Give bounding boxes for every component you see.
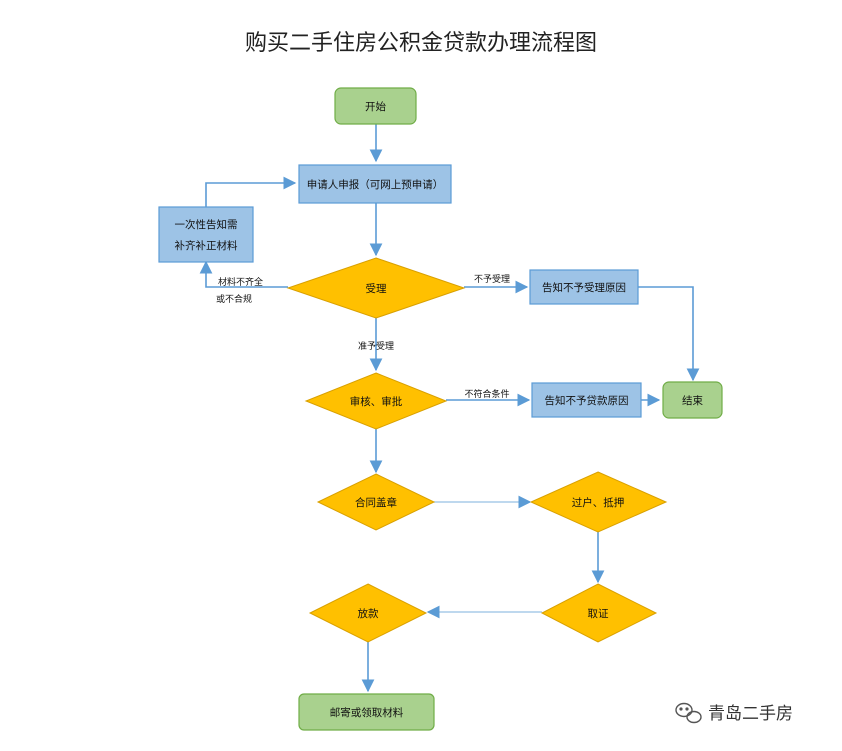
disburse-decision <box>308 583 428 643</box>
supplement-label-1: 一次性告知需 <box>175 218 238 231</box>
supplement-node <box>158 206 254 263</box>
edge-notify-end <box>638 286 700 382</box>
watermark-text: 青岛二手房 <box>708 704 793 724</box>
notify-reject-label: 告知不予受理原因 <box>542 281 626 294</box>
notify-reject-node <box>529 269 639 305</box>
accept-label: 受理 <box>366 283 387 295</box>
end-label: 结束 <box>682 394 703 407</box>
edge-label-incomplete-1: 材料不齐全 <box>218 276 263 288</box>
edge-accept-supplement <box>199 260 288 288</box>
page-title: 购买二手住房公积金贷款办理流程图 <box>245 31 597 56</box>
edge-label-not-qualified: 不符合条件 <box>464 388 509 400</box>
contract-label: 合同盖章 <box>355 496 397 509</box>
edges <box>199 124 700 693</box>
certificate-decision <box>540 583 658 643</box>
transfer-label: 过户、抵押 <box>572 496 625 509</box>
notify-loan-reject-node <box>531 382 642 418</box>
apply-label: 申请人申报（可网上预申请） <box>307 178 444 191</box>
notify-loan-reject-label: 告知不予贷款原因 <box>545 394 629 407</box>
transfer-decision <box>529 471 668 533</box>
start-node <box>334 87 417 125</box>
edge-supplement-apply <box>205 176 297 207</box>
edge-label-not-accepted: 不予受理 <box>474 273 510 285</box>
contract-decision <box>316 473 436 531</box>
edge-label-incomplete-2: 或不合规 <box>216 293 252 305</box>
apply-node <box>298 164 452 204</box>
mail-node <box>298 693 435 731</box>
certificate-label: 取证 <box>588 608 609 620</box>
edge-label-accepted: 准予受理 <box>358 340 394 352</box>
wechat-icon <box>675 702 702 724</box>
end-node <box>662 381 723 419</box>
supplement-label-2: 补齐补正材料 <box>175 239 238 252</box>
start-label: 开始 <box>365 100 386 113</box>
review-label: 审核、审批 <box>350 395 403 408</box>
disburse-label: 放款 <box>358 607 379 620</box>
mail-label: 邮寄或领取材料 <box>330 706 404 719</box>
accept-decision <box>286 257 466 319</box>
review-decision <box>304 372 448 430</box>
